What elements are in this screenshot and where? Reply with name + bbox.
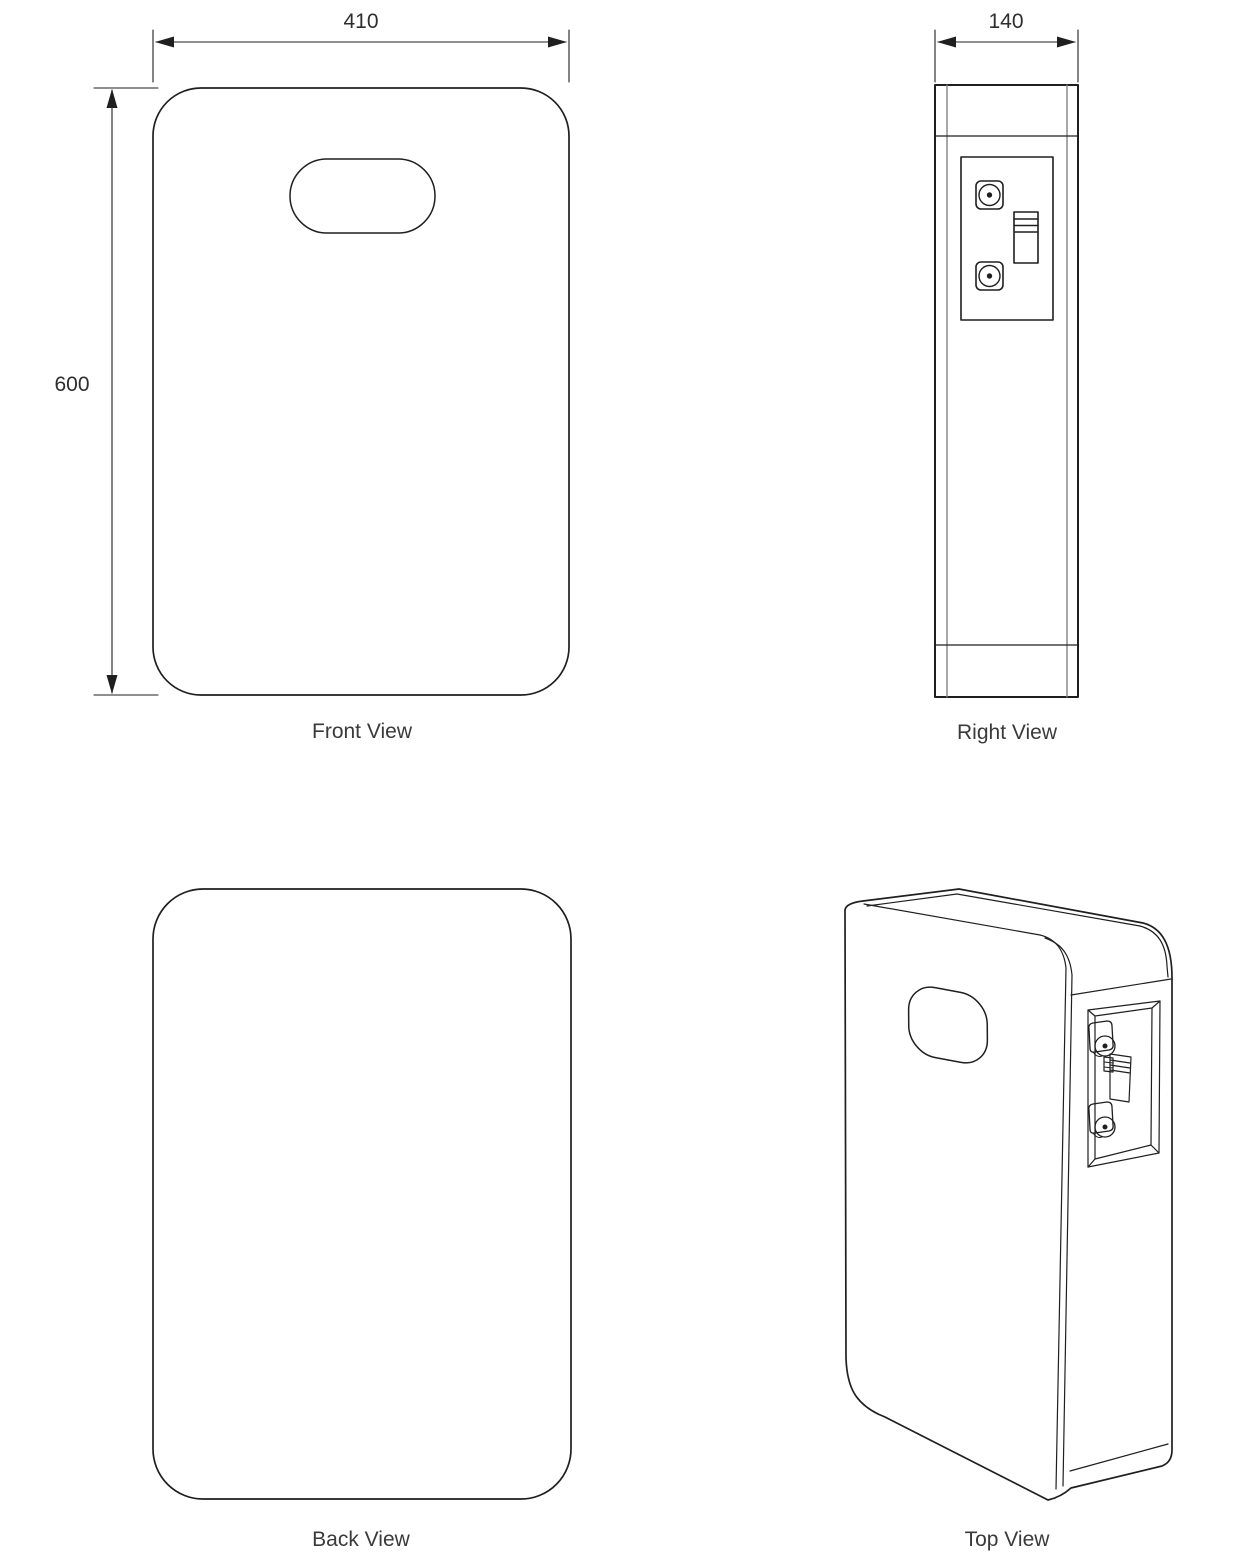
back-view-label: Back View [312,1528,410,1551]
breaker-switch [1013,211,1039,264]
switch-tab [1103,1056,1114,1073]
iso-power-connector [1088,1020,1116,1057]
connector-barrel [1094,1035,1116,1057]
connector-pin [1102,1043,1108,1049]
back-view-drawing [152,888,572,1500]
iso-handle-cutout [908,983,987,1068]
switch-body [1013,211,1039,264]
connector-barrel-side [1092,1051,1103,1057]
switch-tab-line [1103,1066,1114,1069]
switch-body [1109,1053,1132,1103]
iso-bottom-cap-seam [1069,1443,1169,1472]
iso-connector-panel [1087,1000,1161,1168]
isometric-view-drawing [844,888,1173,1501]
connector-panel [960,156,1054,321]
panel-corner-tick [1151,1000,1161,1009]
arrowhead-left [937,36,956,48]
arrowhead-bottom [106,675,118,694]
right-view-drawing [934,29,1079,698]
front-body-outline [152,87,570,696]
right-width-dim-text: 140 [988,10,1024,33]
top-view-label: Top View [964,1528,1050,1551]
arrowhead-right [1057,36,1076,48]
front-width-dimension [152,29,570,83]
panel-outer-edge [1087,1000,1161,1168]
arrowhead-top [106,89,118,108]
back-body-outline [152,888,572,1500]
iso-back-right-corner-edge [1139,925,1169,978]
panel-corner-tick [1150,1144,1160,1154]
iso-silhouette [844,888,1173,1501]
right-width-dimension [934,29,1079,83]
right-body-outline [934,84,1079,698]
iso-breaker-switch [1103,1053,1132,1103]
iso-back-top-chamfer [866,893,1141,927]
connector-flange [975,180,1004,210]
front-view-drawing [93,29,570,696]
switch-tab-line [1103,1061,1114,1064]
arrowhead-left [155,36,174,48]
front-width-dim-text: 410 [343,10,379,33]
connector-flange [1088,1020,1114,1053]
right-view-label: Right View [957,721,1057,744]
front-view-label: Front View [312,720,412,743]
panel-corner-tick [1087,1009,1096,1017]
front-height-dim-text: 600 [54,373,90,396]
front-handle-cutout [289,158,436,234]
iso-power-connector [1088,1101,1116,1139]
front-height-dimension [93,87,159,696]
iso-top-cap-seam [1070,978,1172,996]
connector-pin [986,192,993,198]
iso-front-top-edge [863,903,1067,1490]
arrowhead-right [548,36,567,48]
power-connector [975,180,1004,210]
power-connector [975,261,1004,291]
iso-front-right-chamfer [1044,937,1073,1487]
panel-corner-tick [1087,1158,1096,1168]
connector-barrel [978,183,1001,207]
